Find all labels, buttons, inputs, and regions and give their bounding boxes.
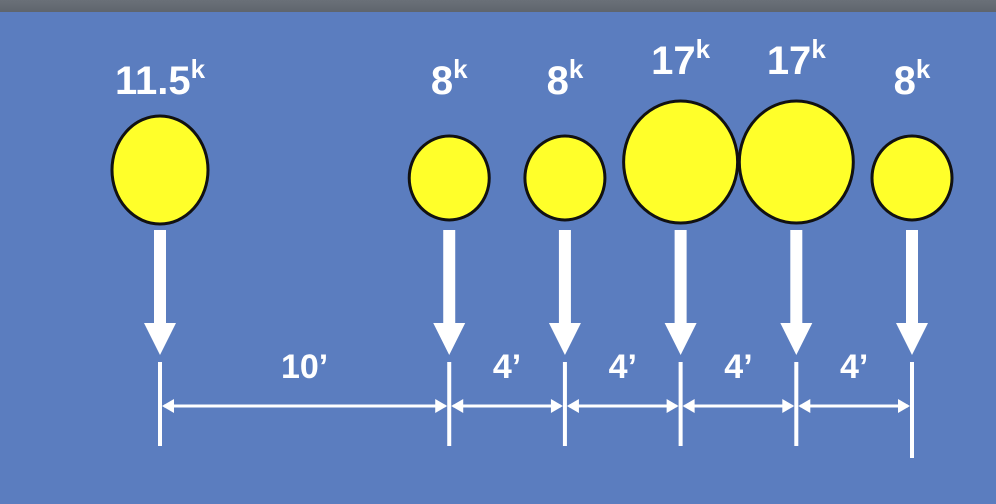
load-arrow-head	[144, 323, 176, 355]
load-arrow-head	[896, 323, 928, 355]
load-arrow-head	[433, 323, 466, 355]
extension-line	[562, 362, 567, 446]
load-value: 8	[431, 59, 453, 103]
load-unit: k	[453, 54, 468, 84]
wheel-load-circle	[737, 99, 855, 225]
dimension-arrowhead-left	[162, 399, 174, 413]
dimension-arrowhead-left	[682, 399, 695, 413]
load-unit: k	[569, 54, 584, 84]
load-unit: k	[191, 54, 206, 84]
dimensions-layer: 10’ 4’ 4’ 4’ 4’	[158, 348, 914, 458]
dimension-arrowhead-right	[782, 399, 795, 413]
wheel-load-circle	[870, 134, 954, 222]
wheel-load-circle	[407, 134, 491, 222]
load-value: 11.5	[115, 59, 191, 103]
dimension-arrowhead-right	[898, 399, 910, 413]
extension-line	[794, 362, 799, 446]
load-value: 8	[894, 59, 916, 103]
load-arrow-shaft	[443, 230, 456, 325]
load-value: 17	[767, 39, 812, 83]
extension-line	[678, 362, 683, 446]
spacing-label: 4’	[724, 348, 752, 386]
load-unit: k	[696, 34, 711, 64]
load-label: 17k	[651, 34, 711, 83]
load-label: 8k	[431, 54, 468, 103]
wheel-load-circle	[110, 114, 210, 226]
extension-line	[158, 362, 162, 446]
load-arrow-head	[548, 323, 581, 355]
spacing-label: 10’	[281, 348, 328, 386]
load-arrow-shaft	[790, 230, 803, 325]
load-arrow-head	[780, 323, 813, 355]
load-unit: k	[916, 54, 931, 84]
load-unit: k	[811, 34, 826, 64]
dimension-arrowhead-left	[566, 399, 579, 413]
wheel-load-circle	[622, 99, 740, 225]
load-arrow-shaft	[674, 230, 687, 325]
wheel-load-circle	[523, 134, 607, 222]
dimension-arrowhead-right	[435, 399, 448, 413]
dimension-arrowhead-right	[550, 399, 563, 413]
load-arrow-shaft	[154, 230, 166, 325]
load-arrow-shaft	[906, 230, 918, 325]
load-label: 8k	[547, 54, 584, 103]
load-label: 11.5k	[115, 54, 206, 103]
dimension-arrowhead-right	[666, 399, 679, 413]
load-label: 8k	[894, 54, 931, 103]
load-value: 8	[547, 59, 569, 103]
spacing-label: 4’	[493, 348, 521, 386]
dimension-arrowhead-left	[798, 399, 811, 413]
load-label: 17k	[767, 34, 827, 83]
spacing-label: 4’	[840, 348, 868, 386]
spacing-label: 4’	[609, 348, 637, 386]
dimension-arrowhead-left	[451, 399, 464, 413]
load-arrow-head	[664, 323, 697, 355]
arrows-layer	[144, 230, 928, 355]
extension-line	[447, 362, 452, 446]
load-arrow-shaft	[558, 230, 571, 325]
load-value: 17	[651, 39, 696, 83]
extension-line	[910, 362, 914, 458]
